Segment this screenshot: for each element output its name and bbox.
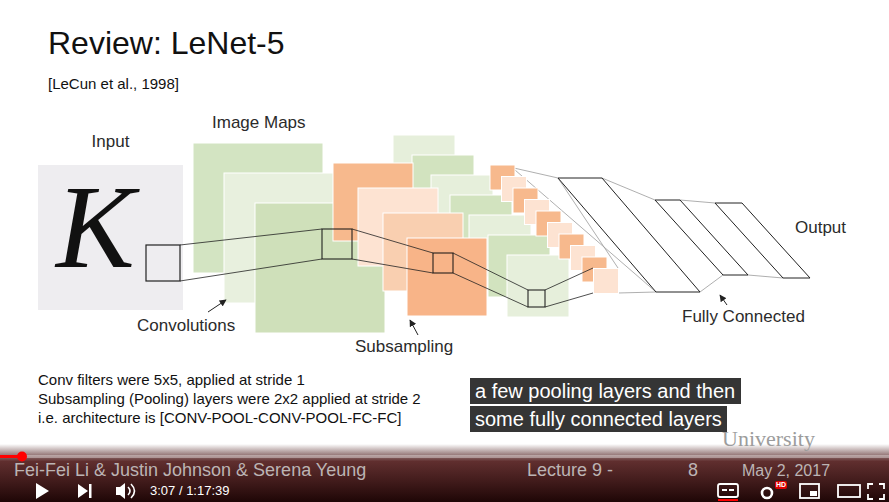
layer-label: Image Maps [212,113,306,133]
captions-icon [718,484,738,497]
subtitle-line: some fully connected layers [470,406,727,432]
slide-note: Subsampling (Pooling) layers were 2x2 ap… [38,390,421,408]
miniplayer-icon [810,491,817,496]
fc-connection [618,292,656,293]
captions-icon [722,489,727,491]
subtitle-line: a few pooling layers and then [470,378,741,404]
progress-track [0,455,889,458]
slide-note: Conv filters were 5x5, applied at stride… [38,371,305,389]
slide-number: 8 [688,460,698,482]
input-heading: Input [38,132,183,152]
receptive-field [528,290,545,307]
captions-icon [729,489,734,491]
slide-title: Review: LeNet-5 [48,24,285,62]
feature-map [507,255,569,317]
pooled-map [407,238,487,316]
settings-icon [762,488,772,498]
layer-label: Output [795,218,846,238]
receptive-field [322,229,352,259]
leader-arrow [720,295,727,305]
watermark: University [722,426,815,452]
hd-badge: HD [775,481,787,489]
captions-active [718,499,738,501]
projection-line [545,268,593,290]
fullscreen-icon [868,484,884,499]
player-gradient [0,444,889,502]
slide-footer: Fei-Fei Li & Justin Johnson & Serena Yeu… [14,460,366,482]
theater-icon [838,485,860,497]
next-icon [78,484,88,498]
volume-icon [116,483,125,499]
slide-note: i.e. architecture is [CONV-POOL-CONV-POO… [38,409,401,427]
volume-icon [128,484,135,498]
projection-line [545,293,593,307]
filter-window [146,245,180,281]
input-letter: K [56,169,135,287]
miniplayer-icon [800,484,819,498]
subtitle-text: some fully connected layers [475,407,722,431]
fc-layer [715,203,810,278]
video-time: 3:07 / 1:17:39 [150,483,230,499]
fc-connection [748,275,783,278]
projection-line [180,229,322,245]
projection-line [352,229,433,253]
pooled-map [594,269,619,294]
slide-date: May 2, 2017 [742,461,830,480]
leader-arrow [208,300,226,312]
layer-label: Subsampling [355,337,453,357]
slide-footer: Lecture 9 - [527,460,613,482]
layer-label: Fully Connected [682,307,805,327]
subtitle-text: a few pooling layers and then [475,379,736,403]
fc-layer [558,178,700,292]
projection-line [453,253,528,290]
leader-arrow [410,320,418,335]
next-icon [89,484,92,498]
play-icon [36,483,49,499]
layer-label: Convolutions [137,316,235,336]
projection-line [180,259,322,281]
receptive-field [433,253,453,273]
fc-connection [680,200,715,203]
projection-line [352,259,433,273]
projection-line [453,273,528,307]
fc-connection [700,275,723,292]
citation: [LeCun et al., 1998] [48,75,179,93]
input-image: InputK [38,165,183,310]
